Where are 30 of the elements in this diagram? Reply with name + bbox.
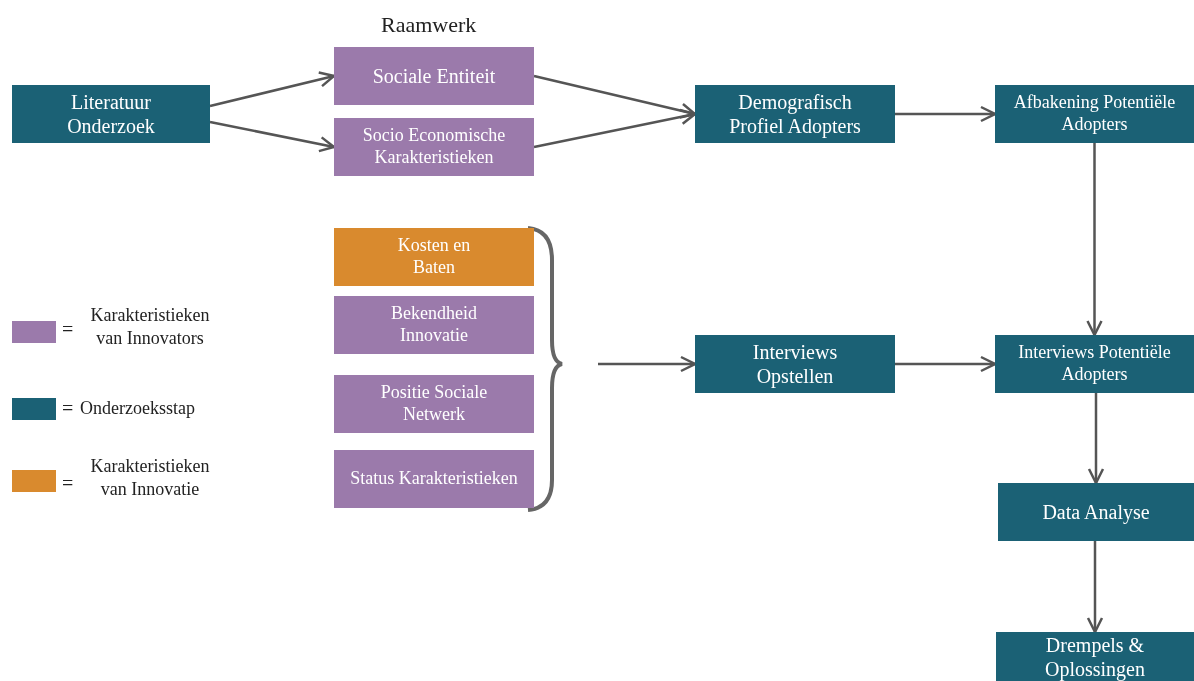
arrow	[895, 105, 997, 123]
arrow	[533, 74, 697, 119]
arrow	[533, 108, 697, 149]
step-box: Interviews Opstellen	[695, 335, 895, 393]
legend-label: Karakteristieken van Innovatie	[89, 455, 211, 500]
characteristic-box: Socio Economische Karakteristieken	[334, 118, 534, 176]
arrow	[1086, 541, 1104, 634]
legend-label: Onderzoeksstap	[80, 397, 196, 420]
step-box: Data Analyse	[998, 483, 1194, 541]
arrow	[209, 71, 336, 108]
step-box: Demografisch Profiel Adopters	[695, 85, 895, 143]
step-box: Afbakening Potentiële Adopters	[995, 85, 1194, 143]
equals-sign: =	[62, 397, 74, 420]
arrow	[895, 355, 997, 373]
arrow	[598, 355, 697, 373]
characteristic-box: Status Karakteristieken	[334, 450, 534, 508]
characteristic-box: Positie Sociale Netwerk	[334, 375, 534, 433]
characteristic-box: Sociale Entiteit	[334, 47, 534, 105]
group-heading: Raamwerk	[381, 12, 477, 38]
characteristic-box: Kosten en Baten	[334, 228, 534, 286]
step-box: Drempels & Oplossingen	[996, 632, 1194, 681]
arrow	[209, 120, 336, 153]
equals-sign: =	[62, 472, 74, 495]
equals-sign: =	[62, 318, 74, 341]
step-box: Literatuur Onderzoek	[12, 85, 210, 143]
arrow	[1086, 143, 1103, 337]
step-box: Interviews Potentiële Adopters	[995, 335, 1194, 393]
characteristic-box: Bekendheid Innovatie	[334, 296, 534, 354]
legend-label: Karakteristieken van Innovators	[89, 304, 211, 349]
arrow	[1087, 393, 1105, 485]
